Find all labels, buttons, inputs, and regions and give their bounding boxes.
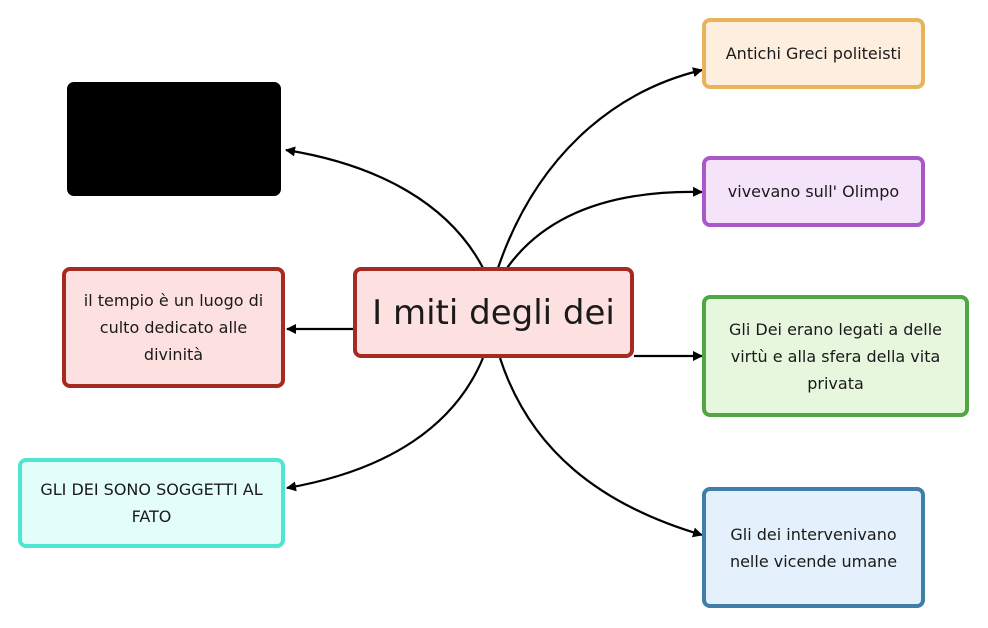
connector-to-fato <box>286 357 485 492</box>
node-tempio-label: il tempio è un luogo di culto dedicato a… <box>83 291 264 364</box>
node-politeisti-label: Antichi Greci politeisti <box>725 44 902 63</box>
connector-to-politeisti <box>496 67 703 269</box>
node-olimpo[interactable]: vivevano sull' Olimpo <box>702 156 925 227</box>
connector-to-olimpo <box>506 186 703 269</box>
node-olimpo-label: vivevano sull' Olimpo <box>727 182 900 201</box>
node-vicende[interactable]: Gli dei intervenivano nelle vicende uman… <box>702 487 925 608</box>
node-politeisti[interactable]: Antichi Greci politeisti <box>702 18 925 89</box>
redacted-node[interactable] <box>67 82 281 196</box>
connector-to-hidden-node <box>285 146 484 269</box>
node-vicende-label: Gli dei intervenivano nelle vicende uman… <box>729 524 898 571</box>
node-virtu[interactable]: Gli Dei erano legati a delle virtù e all… <box>702 295 969 417</box>
center-node-label: I miti degli dei <box>372 292 615 333</box>
center-node[interactable]: I miti degli dei <box>353 267 634 358</box>
node-tempio[interactable]: il tempio è un luogo di culto dedicato a… <box>62 267 285 388</box>
node-fato-label: GLI DEI SONO SOGGETTI AL FATO <box>40 480 263 526</box>
node-fato[interactable]: GLI DEI SONO SOGGETTI AL FATO <box>18 458 285 548</box>
connector-to-vicende <box>498 357 703 538</box>
node-virtu-label: Gli Dei erano legati a delle virtù e all… <box>729 319 942 393</box>
